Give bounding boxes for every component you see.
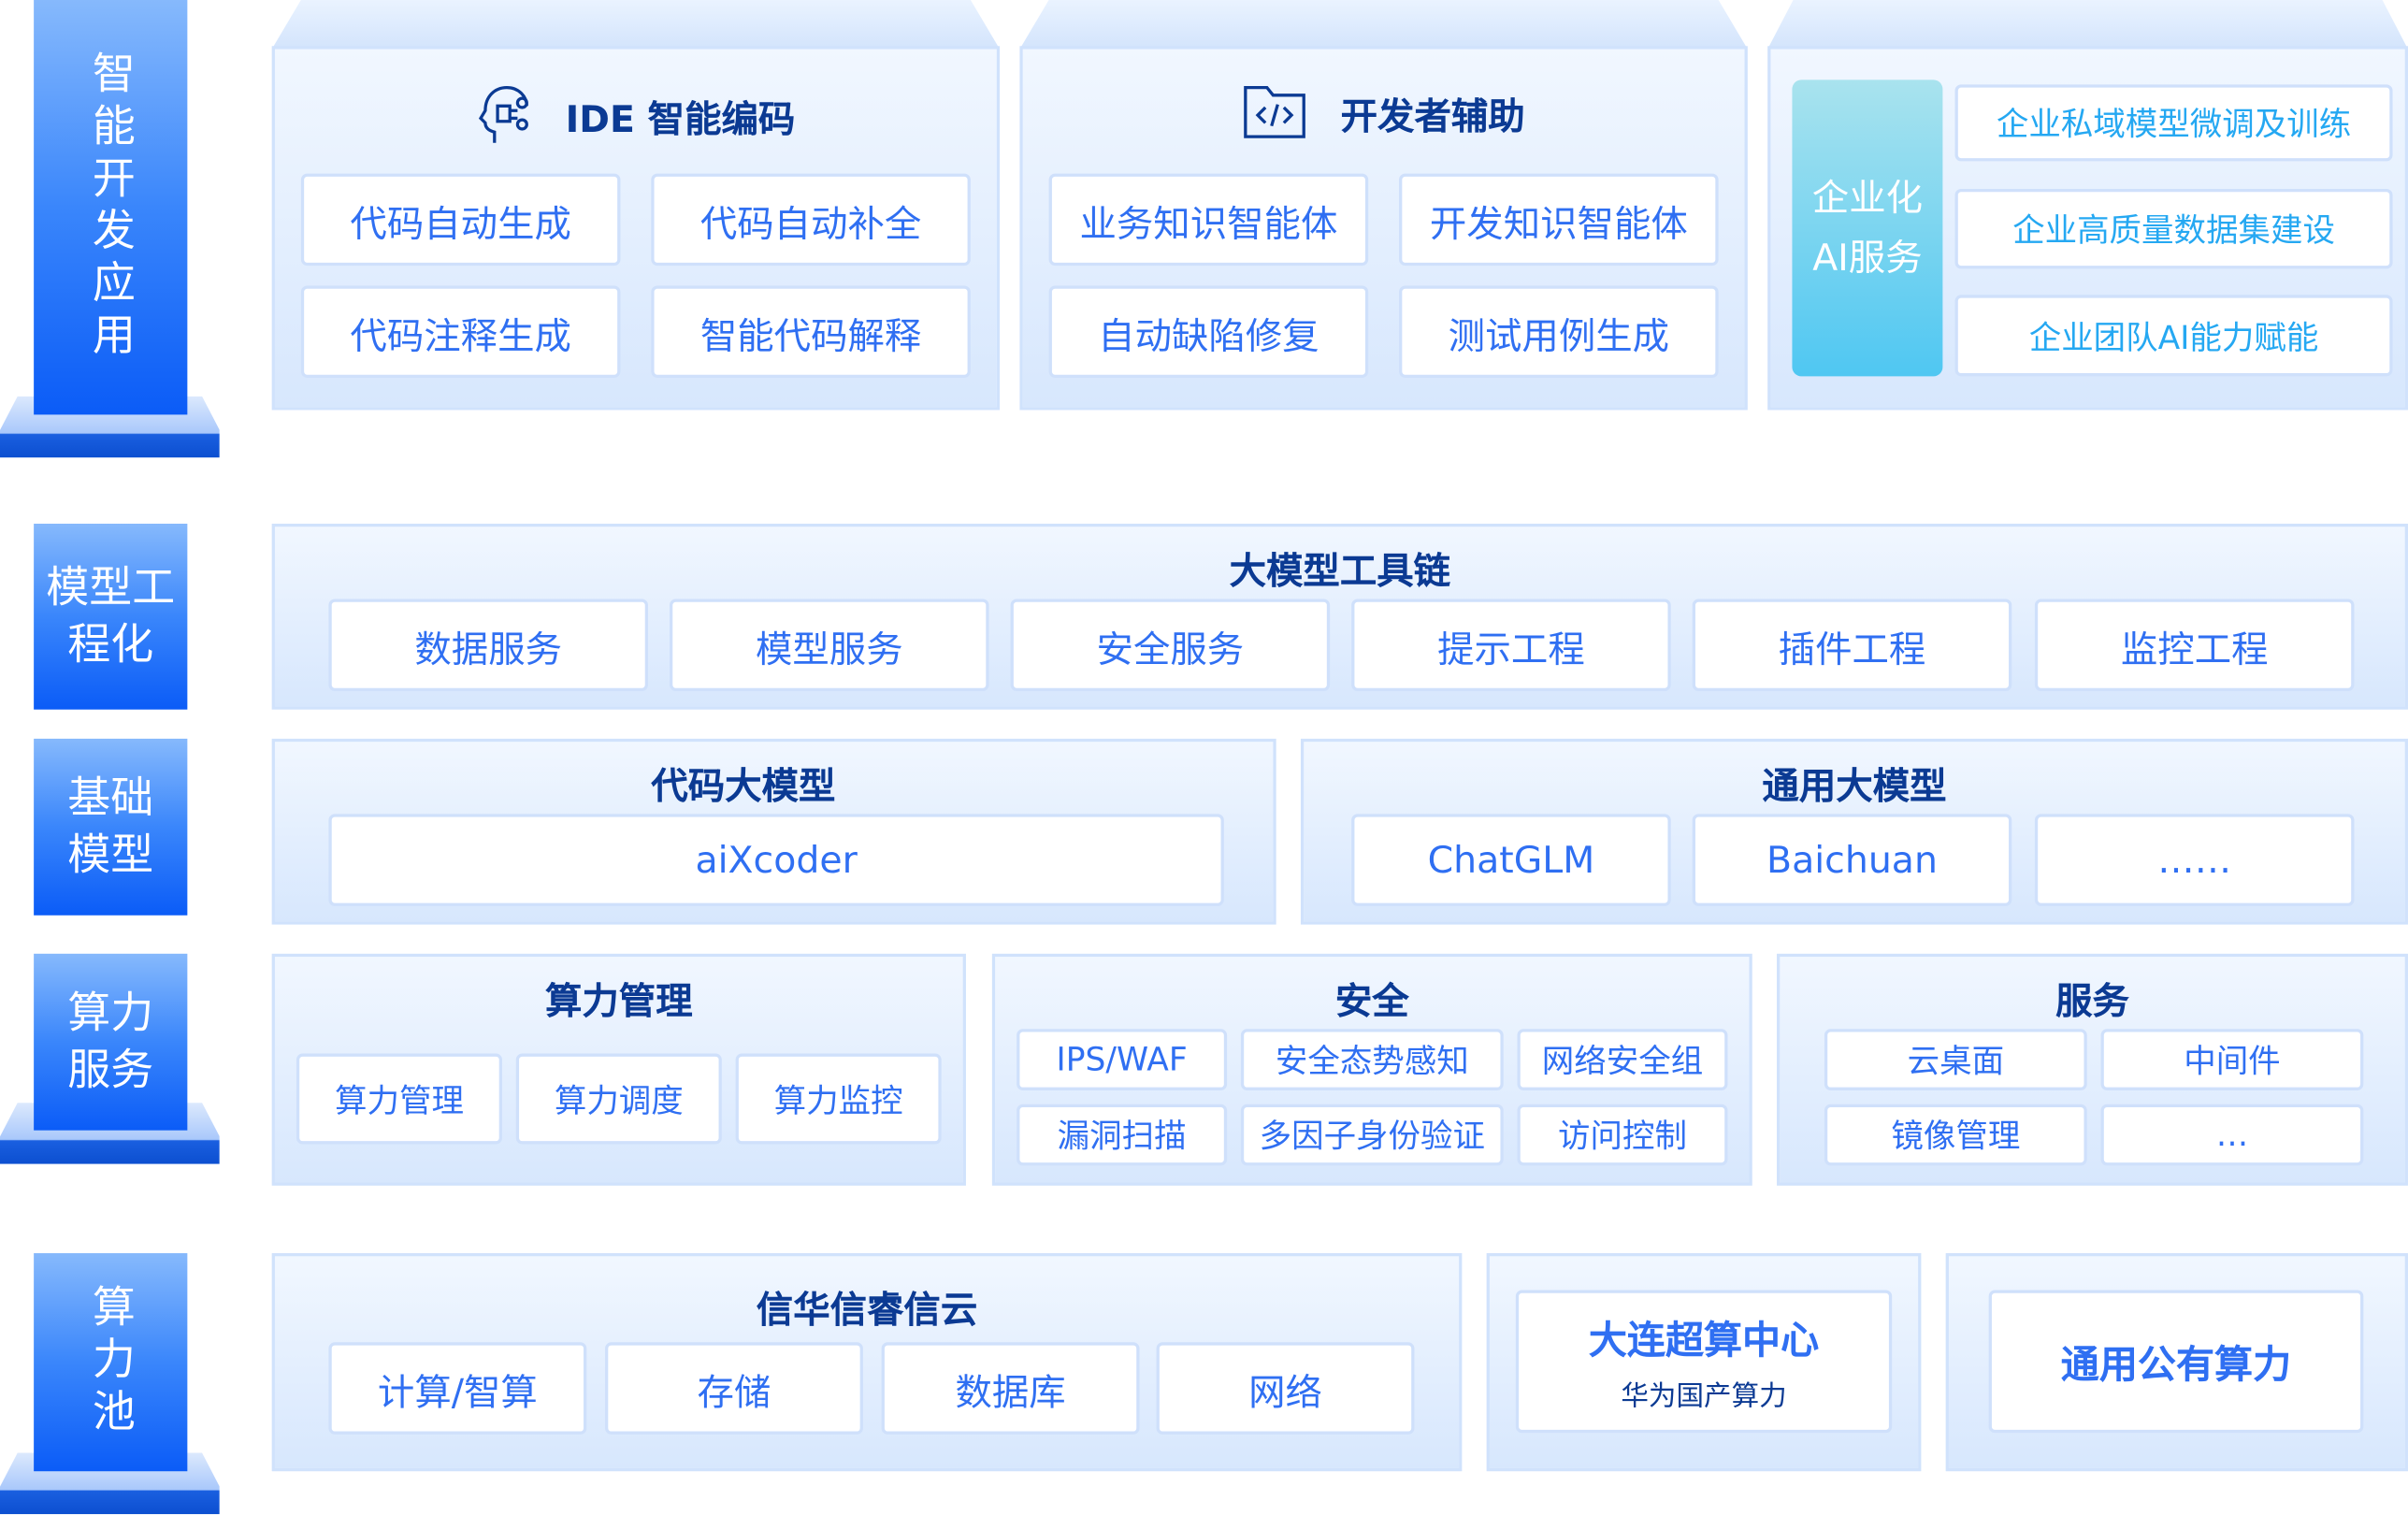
service-item[interactable]: …	[2100, 1104, 2364, 1166]
dev-assist-item[interactable]: 业务知识智能体	[1048, 173, 1369, 267]
layer-label-model-eng: 模型工程化	[34, 523, 188, 710]
security-item[interactable]: 多因子身份验证	[1240, 1104, 1504, 1166]
panel-title: IDE 智能编码	[272, 84, 1000, 146]
ide-item[interactable]: 代码自动生成	[300, 173, 621, 267]
ide-item[interactable]: 代码注释生成	[300, 285, 621, 378]
panel-title: 信华信睿信云	[756, 1288, 978, 1332]
panel-title: 开发者辅助	[1019, 84, 1747, 139]
dev-assist-item[interactable]: 开发知识智能体	[1399, 173, 1719, 267]
code-model-item[interactable]: aiXcoder	[328, 814, 1224, 906]
toolchain-item[interactable]: 数据服务	[328, 599, 649, 691]
security-item[interactable]: 安全态势感知	[1240, 1029, 1504, 1090]
panel-roof	[271, 0, 1001, 50]
enterprise-item[interactable]: 企业团队AI能力赋能	[1954, 295, 2393, 377]
general-model-item[interactable]: ……	[2034, 814, 2355, 906]
layer-text: 基础模型	[67, 772, 154, 880]
dalian-box[interactable]: 大连超算中心 华为国产算力	[1515, 1290, 1893, 1434]
xinhua-item[interactable]: 计算/智算	[328, 1342, 587, 1435]
toolchain-item[interactable]: 监控工程	[2034, 599, 2355, 691]
service-item[interactable]: 云桌面	[1824, 1029, 2087, 1090]
toolchain-item[interactable]: 提示工程	[1351, 599, 1671, 691]
xinhua-item[interactable]: 存储	[605, 1342, 863, 1435]
title-text: IDE 智能编码	[565, 97, 796, 141]
enterprise-item[interactable]: 企业私域模型微调及训练	[1954, 84, 2393, 162]
layer-text: 算力服务	[67, 988, 154, 1095]
compute-mgmt-item[interactable]: 算力调度	[515, 1053, 722, 1145]
layer-label-compute-service: 算力服务	[34, 953, 188, 1131]
security-item[interactable]: 访问控制	[1517, 1104, 1728, 1166]
xinhua-item[interactable]: 数据库	[881, 1342, 1140, 1435]
layer-text: 模型工程化	[46, 562, 176, 670]
enterprise-label-text: 企业化AI服务	[1811, 177, 1924, 280]
layer-text: 算力池	[86, 1283, 137, 1441]
title-text: 开发者辅助	[1340, 94, 1525, 137]
panel-title: 代码大模型	[651, 764, 836, 808]
panel-title: 安全	[1334, 979, 1409, 1023]
xinhua-item[interactable]: 网络	[1156, 1342, 1415, 1435]
layer-label-dev-app: 智能开发应用	[34, 0, 188, 415]
security-item[interactable]: 网络安全组	[1517, 1029, 1728, 1090]
dev-assist-item[interactable]: 测试用例生成	[1399, 285, 1719, 378]
service-item[interactable]: 中间件	[2100, 1029, 2364, 1090]
ai-head-icon	[479, 85, 529, 143]
public-compute-box[interactable]: 通用公有算力	[1988, 1290, 2364, 1434]
general-model-item[interactable]: Baichuan	[1692, 814, 2012, 906]
compute-mgmt-item[interactable]: 算力监控	[735, 1053, 942, 1145]
ide-item[interactable]: 代码自动补全	[651, 173, 971, 267]
security-item[interactable]: IPS/WAF	[1017, 1029, 1228, 1090]
panel-roof	[1019, 0, 1748, 50]
service-item[interactable]: 镜像管理	[1824, 1104, 2087, 1166]
dev-assist-item[interactable]: 自动缺陷修复	[1048, 285, 1369, 378]
panel-title: 算力管理	[544, 979, 693, 1023]
toolchain-item[interactable]: 模型服务	[669, 599, 989, 691]
security-item[interactable]: 漏洞扫描	[1017, 1104, 1228, 1166]
enterprise-label: 企业化AI服务	[1792, 79, 1943, 377]
panel-title: 服务	[2055, 979, 2129, 1023]
code-folder-icon	[1244, 85, 1305, 138]
panel-title: 通用大模型	[1762, 764, 1947, 808]
enterprise-item[interactable]: 企业高质量数据集建设	[1954, 188, 2393, 269]
toolchain-item[interactable]: 插件工程	[1692, 599, 2012, 691]
dalian-title: 大连超算中心	[1588, 1317, 1820, 1362]
ide-item[interactable]: 智能代码解释	[651, 285, 971, 378]
compute-mgmt-item[interactable]: 算力管理	[296, 1053, 502, 1145]
toolchain-item[interactable]: 安全服务	[1010, 599, 1331, 691]
general-model-item[interactable]: ChatGLM	[1351, 814, 1671, 906]
layer-label-base-model: 基础模型	[34, 738, 188, 916]
dalian-subtitle: 华为国产算力	[1621, 1379, 1787, 1413]
layer-label-compute-pool: 算力池	[34, 1253, 188, 1472]
layer-text: 智能开发应用	[86, 50, 137, 365]
panel-title: 大模型工具链	[1229, 549, 1451, 593]
panel-roof	[1767, 0, 2408, 50]
